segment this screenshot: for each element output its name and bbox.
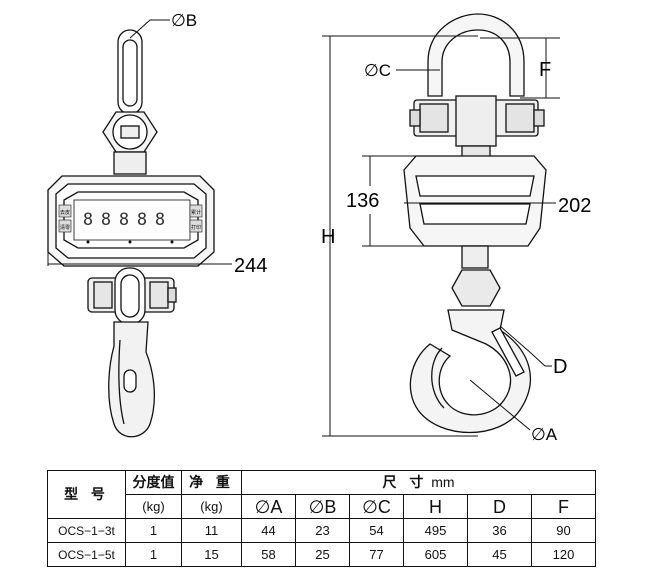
display-digit: 8 (83, 210, 93, 230)
dim-d (499, 325, 552, 367)
label-dia-a: ∅A (531, 425, 558, 444)
table-subheader-row: (kg) (kg) ∅A ∅B ∅C H D F (48, 494, 597, 519)
cell-d: 45 (467, 542, 532, 567)
header-dimensions: 尺 寸 mm (240, 470, 597, 495)
cell-division: 1 (125, 542, 182, 567)
header-net-weight-unit: (kg) (181, 494, 242, 519)
cell-a: 58 (241, 542, 296, 567)
display-digit: 8 (119, 210, 129, 230)
header-col-h: H (403, 494, 468, 519)
label-dim-202: 202 (558, 195, 591, 217)
label-f: F (539, 59, 551, 81)
label-dim-136: 136 (346, 190, 379, 212)
dim-a-leader (469, 379, 531, 431)
side-lower-nut (451, 269, 501, 307)
display-button-label: 打印 (191, 224, 201, 231)
label-dim-244: 244 (234, 255, 267, 277)
table-row: OCS−1−5t 1 15 58 25 77 605 45 120 (47, 542, 597, 567)
cell-h: 605 (403, 542, 468, 567)
display-digit: 8 (155, 210, 165, 230)
dim-f (480, 37, 560, 99)
dim-h (322, 35, 478, 437)
header-net-weight: 净 重 (181, 470, 242, 495)
cell-d: 36 (467, 518, 532, 543)
side-hook (409, 309, 532, 434)
cell-f: 90 (530, 518, 597, 543)
cell-c: 77 (349, 542, 404, 567)
table-header-row: 型 号 分度值 净 重 尺 寸 mm (47, 470, 597, 519)
header-col-d: D (467, 494, 532, 519)
label-dia-c: ∅C (364, 61, 391, 80)
side-view (403, 13, 547, 434)
display-digit: 8 (137, 210, 147, 230)
side-nut-left (419, 103, 449, 133)
label-d: D (553, 356, 567, 378)
label-dia-b: ∅B (171, 11, 197, 30)
cell-model: OCS−1−5t (47, 542, 126, 567)
dim-136 (362, 155, 440, 247)
header-model: 型 号 (47, 470, 126, 519)
front-display-panel: 8 8 8 8 8 去皮 清零 累计 打印 (58, 199, 203, 244)
table-row: OCS−1−3t 1 11 44 23 54 495 36 90 (47, 518, 597, 543)
cell-model: OCS−1−3t (47, 518, 126, 543)
display-button-label: 清零 (60, 224, 70, 231)
cell-net-weight: 15 (181, 542, 242, 567)
cell-h: 495 (403, 518, 468, 543)
cell-net-weight: 11 (181, 518, 242, 543)
cell-c: 54 (349, 518, 404, 543)
spec-table: 型 号 分度值 净 重 尺 寸 mm (kg) (kg) ∅A ∅B ∅C H … (47, 470, 597, 567)
cell-b: 25 (295, 542, 350, 567)
cell-division: 1 (125, 518, 182, 543)
header-division: 分度值 (125, 470, 182, 495)
display-digit: 8 (101, 210, 111, 230)
header-col-a: ∅A (241, 494, 296, 519)
cell-b: 23 (295, 518, 350, 543)
header-col-b: ∅B (295, 494, 350, 519)
dim-b-leader (129, 19, 170, 39)
header-dimensions-label: 尺 寸 (382, 475, 428, 491)
header-division-unit: (kg) (125, 494, 182, 519)
side-shackle (427, 13, 525, 97)
side-nut-right (505, 103, 535, 133)
header-col-f: F (530, 494, 597, 519)
cell-a: 44 (241, 518, 296, 543)
display-button-label: 累计 (191, 209, 201, 216)
dim-244 (47, 252, 232, 266)
front-view (47, 29, 215, 438)
display-button-label: 去皮 (60, 209, 70, 216)
cell-f: 120 (530, 542, 597, 567)
side-body (403, 155, 547, 247)
header-col-c: ∅C (349, 494, 404, 519)
header-dimensions-unit: mm (431, 474, 455, 490)
label-h: H (321, 226, 335, 248)
